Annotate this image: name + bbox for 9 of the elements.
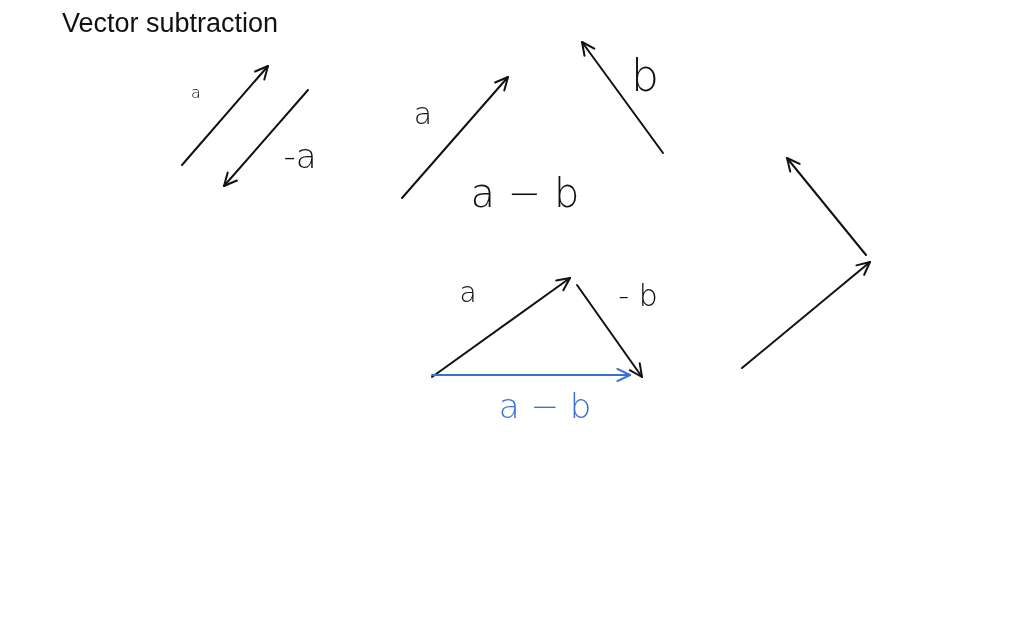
vector-label: a − b xyxy=(498,389,592,423)
vector-label: -a xyxy=(283,139,317,173)
vector-label: a xyxy=(459,279,477,307)
vector-label: b xyxy=(631,54,659,98)
vector-label: a − b xyxy=(470,173,580,213)
vector-label: a xyxy=(413,99,433,129)
vector-label: - b xyxy=(618,281,658,311)
vector-label: a xyxy=(191,85,201,101)
title: Vector subtraction xyxy=(62,8,279,39)
